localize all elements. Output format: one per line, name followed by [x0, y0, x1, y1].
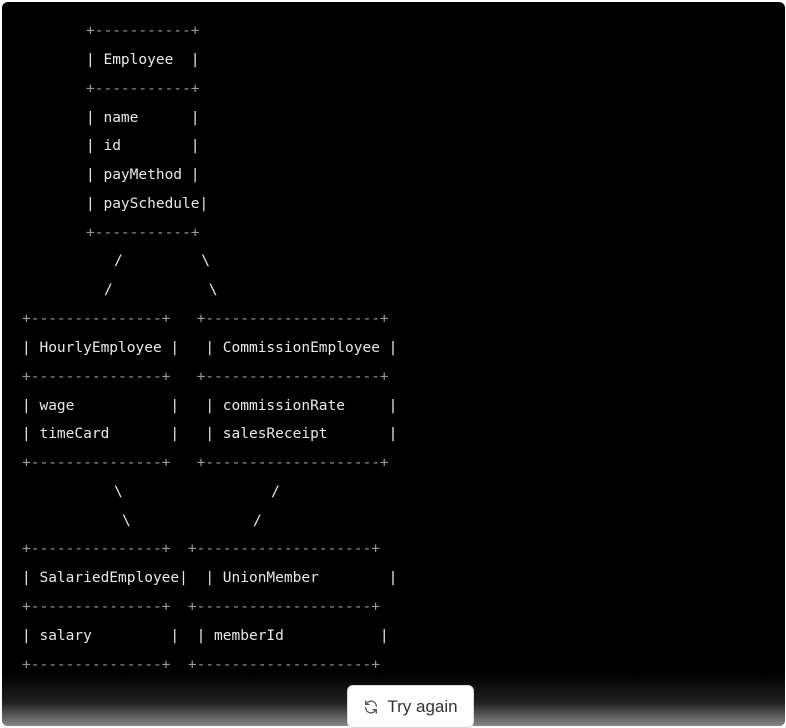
code-line: +---------------+ +--------------------+: [22, 369, 389, 385]
code-line: +---------------+ +--------------------+: [22, 455, 389, 471]
try-again-label: Try again: [387, 696, 458, 716]
code-line: +-----------+: [86, 81, 200, 97]
code-line: | timeCard | | salesReceipt |: [22, 426, 398, 442]
code-line: +-----------+: [86, 225, 200, 241]
code-line: | paySchedule|: [86, 196, 209, 212]
refresh-icon: [365, 699, 378, 714]
code-line: / \: [104, 282, 218, 298]
code-line: | wage | | commissionRate |: [22, 398, 398, 414]
code-line: | SalariedEmployee| | UnionMember |: [22, 570, 398, 586]
code-line: +---------------+ +--------------------+: [22, 541, 380, 557]
code-line: | HourlyEmployee | | CommissionEmployee …: [22, 340, 398, 356]
code-line: +-----------+: [86, 23, 200, 39]
code-line: / \: [114, 253, 211, 269]
try-again-button[interactable]: Try again: [347, 685, 474, 728]
code-line: +---------------+ +--------------------+: [22, 657, 380, 673]
code-line: \ /: [122, 513, 262, 529]
code-line: +---------------+ +--------------------+: [22, 311, 389, 327]
code-line: | salary | | memberId |: [22, 628, 389, 644]
code-line: +---------------+ +--------------------+: [22, 599, 380, 615]
code-line: | name |: [86, 110, 200, 126]
code-line: | Employee |: [86, 52, 200, 68]
code-line: | id |: [86, 138, 200, 154]
code-line: \ /: [114, 484, 280, 500]
code-line: | payMethod |: [86, 167, 200, 183]
